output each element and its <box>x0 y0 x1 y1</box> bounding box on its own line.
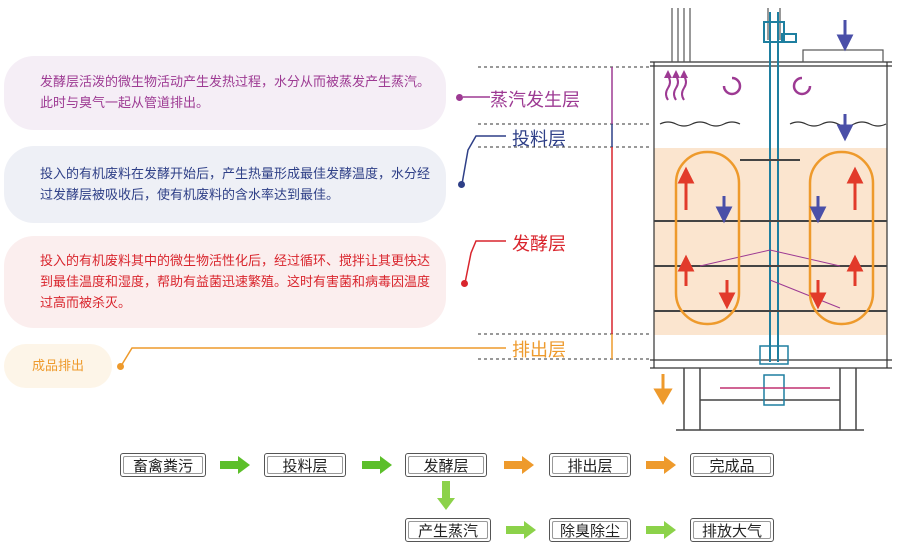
product-callout: 成品排出 <box>4 344 112 388</box>
steam-layer-callout-text: 发酵层活泼的微生物活动产生发热过程，水分从而被蒸发产生蒸汽。此时与臭气一起从管道… <box>40 75 431 111</box>
ferment-connector-dot <box>461 280 468 287</box>
flow-step-steam: 产生蒸汽 <box>405 518 491 542</box>
circulation-loops <box>674 150 875 326</box>
flow-step-deodorize: 除臭除尘 <box>549 518 631 542</box>
discharge-arrow <box>653 374 673 405</box>
feed-layer-callout-text: 投入的有机废料在发酵开始后，产生热量形成最佳发酵温度，水分经过发酵层被吸收后，使… <box>40 166 431 203</box>
feed-connector-dot <box>458 181 465 188</box>
flow-step-feed: 投料层 <box>264 453 346 477</box>
flow-step-product: 完成品 <box>690 453 774 477</box>
steam-layer-label: 蒸汽发生层 <box>490 90 580 111</box>
product-connector-dot <box>117 363 124 370</box>
rotation-arrow-icon <box>722 76 812 96</box>
feed-layer-label: 投料层 <box>512 129 566 150</box>
feed-connector-line <box>461 135 506 185</box>
feed-layer-callout: 投入的有机废料在发酵开始后，产生热量形成最佳发酵温度，水分经过发酵层被吸收后，使… <box>4 146 446 223</box>
flow-step-discharge: 排出层 <box>549 453 631 477</box>
flow-step-manure: 畜禽粪污 <box>120 453 206 477</box>
up-flow-arrows <box>677 166 864 286</box>
product-callout-text: 成品排出 <box>32 358 85 374</box>
ferment-layer-callout-text: 投入的有机废料其中的微生物活性化后，经过循环、搅拌让其更快达到最佳温度和湿度，帮… <box>40 253 431 311</box>
ferment-layer-callout: 投入的有机废料其中的微生物活性化后，经过循环、搅拌让其更快达到最佳温度和湿度，帮… <box>4 236 446 328</box>
ferment-layer-label: 发酵层 <box>512 234 566 255</box>
flow-step-atmosphere: 排放大气 <box>690 518 774 542</box>
discharge-layer-label: 排出层 <box>512 340 566 361</box>
flow-step-ferment: 发酵层 <box>405 453 487 477</box>
steam-wavy-arrows-icon <box>665 75 687 101</box>
product-connector-line <box>120 347 506 367</box>
down-flow-arrows <box>715 20 854 224</box>
steam-layer-callout: 发酵层活泼的微生物活动产生发热过程，水分从而被蒸发产生蒸汽。此时与臭气一起从管道… <box>4 56 446 130</box>
steam-connector-dot <box>456 94 463 101</box>
ferment-connector-line <box>464 240 506 284</box>
